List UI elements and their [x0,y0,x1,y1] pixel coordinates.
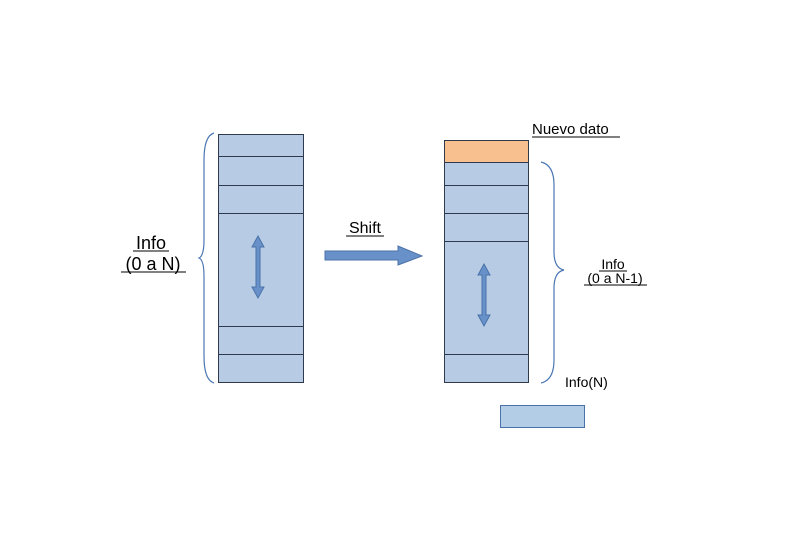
left-stack [218,134,304,383]
left-stack-body [218,134,304,383]
right-curly-brace [540,161,565,384]
left-info-title: Info [136,233,166,253]
left-info-range: (0 a N) [125,254,180,274]
new-data-cell [444,140,529,163]
shift-label: Shift [349,220,382,237]
right-stack [444,140,529,383]
double-vertical-arrow-icon [251,234,265,300]
left-curly-brace [197,132,215,384]
info-n-label: Info(N) [565,374,608,390]
right-info-title: Info [601,256,625,272]
new-data-label: Nuevo dato [532,121,609,138]
double-vertical-arrow-icon [477,262,491,328]
right-arrow-icon [324,245,424,266]
displaced-cell [500,405,585,428]
right-info-range: (0 a N-1) [587,270,642,286]
